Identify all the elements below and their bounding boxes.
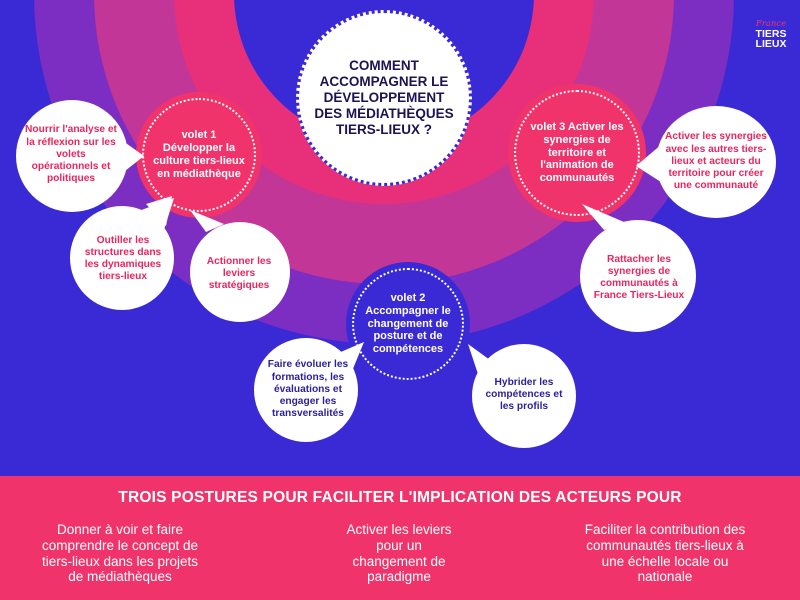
footer-title: TROIS POSTURES POUR FACILITER L'IMPLICAT… — [118, 489, 682, 506]
bubble-outiller-shape — [70, 196, 174, 310]
bubble-nourrir: Nourrir l'analyse et la réflexion sur le… — [12, 96, 144, 214]
volet-2-text: volet 2 Accompagner le changement de pos… — [365, 291, 451, 356]
volet-3-dotted-border — [514, 90, 640, 216]
bubble-activer-synergies-shape — [636, 106, 776, 218]
bubble-actionner: Actionner les leviers stratégiques — [184, 210, 294, 324]
bubble-nourrir-text: Nourrir l'analyse et la réflexion sur le… — [25, 124, 117, 185]
volet-1-text: volet 1 Développer la culture tiers-lieu… — [153, 129, 245, 180]
bubble-rattacher: Rattacher les synergies de communautés à… — [574, 204, 704, 336]
bubble-outiller-text: Outiller les structures dans les dynamiq… — [84, 234, 162, 283]
footer-col-1: Donner à voir et faire comprendre le con… — [41, 522, 199, 585]
logo-line2: LIEUX — [755, 38, 787, 50]
logo-script: France — [755, 19, 787, 29]
bubble-activer-synergies: Activer les synergies avec les autres ti… — [636, 104, 780, 220]
bubble-activer-synergies-text: Activer les synergies avec les autres ti… — [665, 131, 767, 192]
bubble-faire-evoluer-shape — [254, 338, 364, 442]
bubble-rattacher-text: Rattacher les synergies de communautés à… — [593, 253, 685, 302]
footer-panel: TROIS POSTURES POUR FACILITER L'IMPLICAT… — [0, 476, 800, 600]
volet-1-circle: volet 1 Développer la culture tiers-lieu… — [136, 92, 262, 218]
bubble-faire-evoluer: Faire évoluer les formations, les évalua… — [252, 334, 364, 446]
center-question: COMMENT ACCOMPAGNER LE DÉVELOPPEMENT DES… — [314, 58, 454, 137]
bubble-hybrider-shape — [468, 344, 576, 448]
volet-2-circle: volet 2 Accompagner le changement de pos… — [346, 262, 470, 386]
volet-1-dotted-border — [142, 98, 256, 212]
volet-3-circle: volet 3 Activer les synergies de territo… — [508, 84, 646, 222]
bubble-outiller: Outiller les structures dans les dynamiq… — [66, 196, 180, 314]
footer-col-2: Activer les leviers pour un changement d… — [346, 522, 452, 585]
bubble-faire-evoluer-text: Faire évoluer les formations, les évalua… — [267, 359, 349, 420]
bubble-actionner-shape — [190, 210, 290, 322]
logo-line1: TIERS — [755, 27, 787, 40]
france-tiers-lieux-logo: France TIERS LIEUX — [748, 20, 794, 50]
volet-3-text: volet 3 Activer les synergies de territo… — [530, 120, 624, 185]
footer-col-3: Faciliter la contribution des communauté… — [584, 522, 746, 585]
volet-2-dotted-border — [352, 268, 464, 380]
center-question-circle: COMMENT ACCOMPAGNER LE DÉVELOPPEMENT DES… — [296, 10, 472, 186]
bubble-actionner-text: Actionner les leviers stratégiques — [206, 255, 272, 292]
bubble-nourrir-shape — [16, 100, 144, 212]
bubble-hybrider-text: Hybrider les compétences et les profils — [485, 376, 563, 413]
bubble-hybrider: Hybrider les compétences et les profils — [462, 340, 578, 450]
bubble-rattacher-shape — [580, 204, 696, 332]
